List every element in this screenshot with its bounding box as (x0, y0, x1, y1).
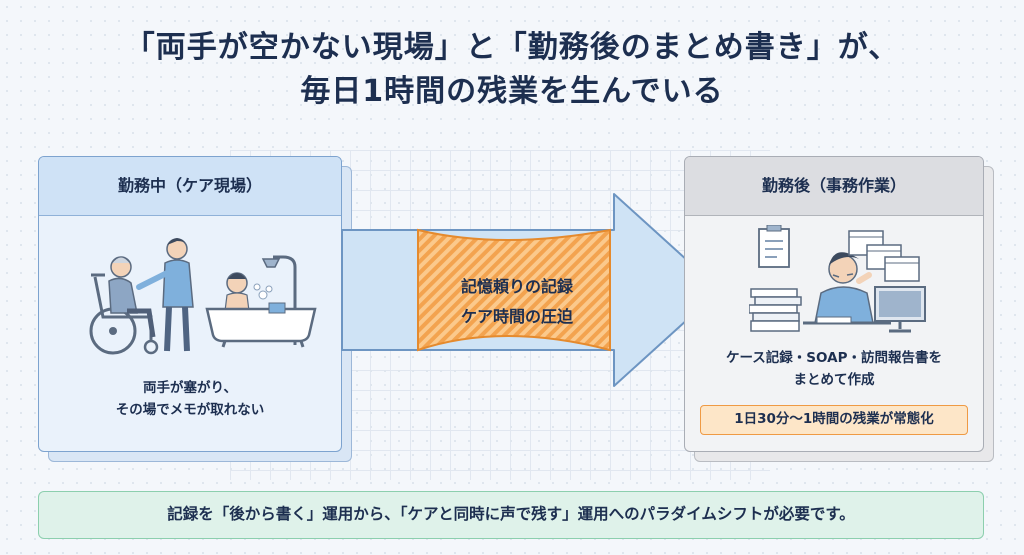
wheelchair-care-icon (89, 238, 194, 355)
center-line-2: ケア時間の圧迫 (460, 307, 573, 326)
title-line-1: 「両手が空かない現場」と「勤務後のまとめ書き」が、 (124, 30, 900, 65)
bath-care-icon (205, 255, 317, 348)
right-card-heading: 勤務後（事務作業） (685, 157, 983, 216)
left-card-heading: 勤務中（ケア現場） (39, 157, 341, 216)
page-title: 「両手が空かない現場」と「勤務後のまとめ書き」が、 毎日1時間の残業を生んでいる (0, 26, 1024, 114)
left-card: 勤務中（ケア現場） 両手が塞がり、 その場で (38, 156, 342, 452)
bottom-banner: 記録を「後から書く」運用から、「ケアと同時に声で残す」運用へのパラダイムシフトが… (38, 491, 984, 539)
right-card: 勤務後（事務作業） ケース記録・SOAP・訪問報告書を まとめて作成 (684, 156, 984, 452)
tired-worker-icon (803, 239, 891, 325)
flow-arrow (341, 193, 721, 387)
right-caption-line-2: まとめて作成 (793, 372, 875, 388)
documents-icon (749, 225, 802, 332)
left-card-caption: 両手が塞がり、 その場でメモが取れない (39, 377, 341, 421)
monitor-icon (848, 230, 926, 333)
right-caption-line-1: ケース記録・SOAP・訪問報告書を (725, 350, 942, 366)
right-card-caption: ケース記録・SOAP・訪問報告書を まとめて作成 (685, 347, 983, 391)
center-text: 記憶頼りの記録 ケア時間の圧迫 (420, 272, 614, 332)
overtime-badge: 1日30分〜1時間の残業が常態化 (700, 405, 968, 435)
title-line-2: 毎日1時間の残業を生んでいる (300, 74, 724, 109)
center-line-1: 記憶頼りの記録 (460, 277, 573, 296)
left-caption-line-1: 両手が塞がり、 (143, 380, 237, 396)
left-caption-line-2: その場でメモが取れない (115, 402, 265, 418)
